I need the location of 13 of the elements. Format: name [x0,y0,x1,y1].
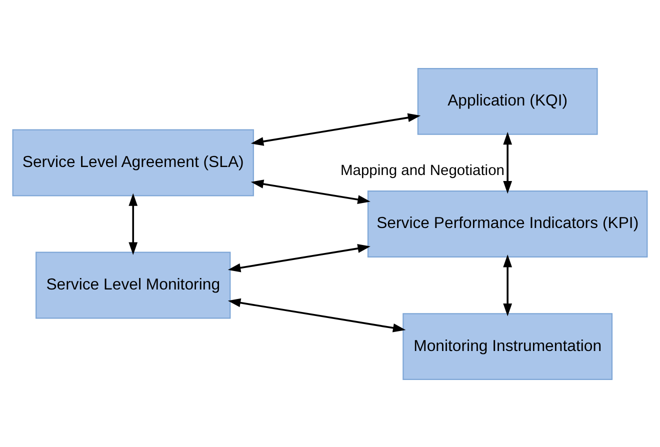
arrow [128,192,138,254]
node-box: Monitoring Instrumentation [402,312,613,380]
arrow [503,131,512,194]
arrow [228,298,406,332]
arrow [228,244,370,272]
arrow [250,112,421,146]
node-box: Application (KQI) [417,67,598,134]
node-box: Service Level Monitoring [36,251,231,318]
edge-label: Mapping and Negotiation [340,162,504,178]
arrow [250,179,370,204]
node-box: Service Level Agreement (SLA) [12,128,254,196]
node-box: Service Performance Indicators (KPI) [367,190,648,257]
arrow [503,254,512,316]
